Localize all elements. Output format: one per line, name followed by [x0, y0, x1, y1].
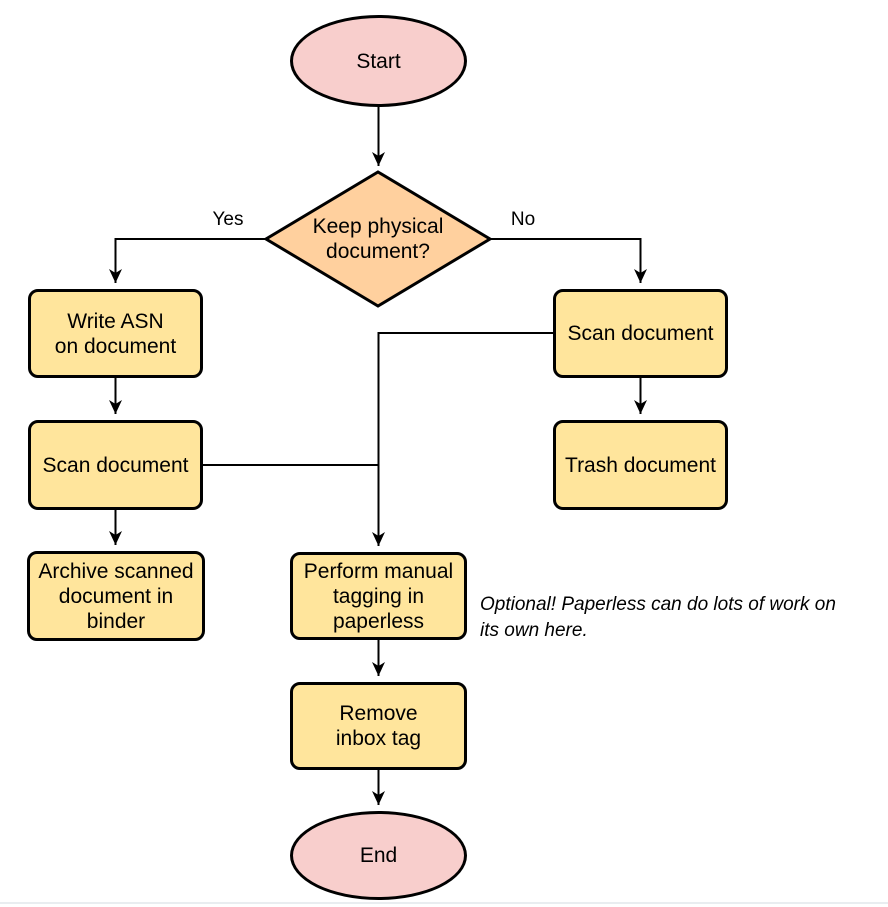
node-manual-tagging: Perform manual tagging in paperless [290, 552, 467, 640]
node-scan-document-left: Scan document [28, 420, 203, 510]
node-remove-inbox-tag: Remove inbox tag [290, 682, 467, 770]
optional-note: Optional! Paperless can do lots of work … [480, 594, 836, 641]
node-scan-document-right-label: Scan document [567, 322, 714, 345]
edge-scan-right-tagging [372, 332, 553, 546]
edge-decision-scan-right-no [490, 238, 647, 283]
decision-question-text: Keep physical document? [312, 215, 444, 263]
node-manual-tagging-label: Perform manual tagging in paperless [303, 559, 454, 633]
node-scan-document-right: Scan document [553, 289, 728, 378]
node-archive-binder-label: Archive scanned document in binder [38, 559, 194, 633]
node-end-label: End [359, 844, 398, 867]
viewport-bottom-border [0, 902, 888, 904]
node-start: Start [290, 15, 467, 107]
node-trash-document: Trash document [553, 420, 728, 510]
node-write-asn-label: Write ASN on document [54, 309, 177, 358]
node-end: End [290, 811, 467, 900]
edge-label-yes: Yes [212, 209, 244, 230]
edge-label-no: No [510, 209, 536, 230]
node-write-asn: Write ASN on document [28, 289, 203, 378]
node-trash-document-label: Trash document [565, 453, 716, 477]
node-decision-label: Keep physical document? [293, 196, 463, 282]
edge-decision-write-asn-yes [109, 238, 266, 283]
node-start-label: Start [356, 49, 401, 73]
decision-diamond-shape [263, 170, 493, 308]
node-remove-inbox-tag-label: Remove inbox tag [335, 702, 422, 750]
node-archive-binder: Archive scanned document in binder [27, 551, 205, 641]
node-scan-document-left-label: Scan document [42, 453, 189, 477]
